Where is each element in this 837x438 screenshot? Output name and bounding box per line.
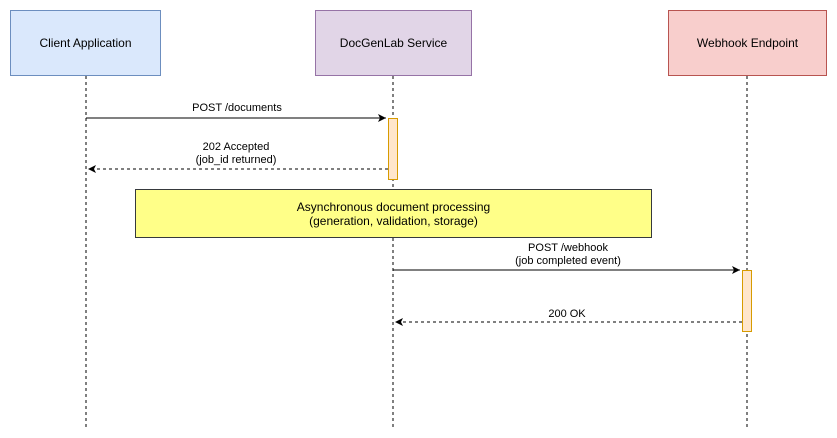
participant-label: Client Application xyxy=(39,36,132,50)
message-text-line-2: (job completed event) xyxy=(515,255,621,267)
participant-label: Webhook Endpoint xyxy=(696,36,799,50)
activation-bar-service xyxy=(388,118,398,180)
message-label-post-documents: POST /documents xyxy=(175,102,299,115)
message-text-line-2: (job_id returned) xyxy=(195,154,277,166)
message-text-line-1: POST /webhook xyxy=(528,242,608,254)
message-text: POST /documents xyxy=(192,102,282,114)
note-line-1: Asynchronous document processing xyxy=(296,199,491,214)
activation-bar-webhook xyxy=(742,270,752,332)
participant-client-application: Client Application xyxy=(10,10,161,76)
participant-docgenlab-service: DocGenLab Service xyxy=(315,10,472,76)
message-text-line-1: 202 Accepted xyxy=(202,141,270,153)
participant-label: DocGenLab Service xyxy=(339,36,448,50)
processing-note: Asynchronous document processing (genera… xyxy=(135,189,652,238)
note-line-2: (generation, validation, storage) xyxy=(309,213,478,228)
participant-webhook-endpoint: Webhook Endpoint xyxy=(668,10,827,76)
message-label-200-ok: 200 OK xyxy=(535,308,599,321)
message-text: 200 OK xyxy=(548,308,586,320)
message-label-post-webhook: POST /webhook (job completed event) xyxy=(495,242,641,268)
message-label-202-accepted: 202 Accepted (job_id returned) xyxy=(172,141,300,167)
